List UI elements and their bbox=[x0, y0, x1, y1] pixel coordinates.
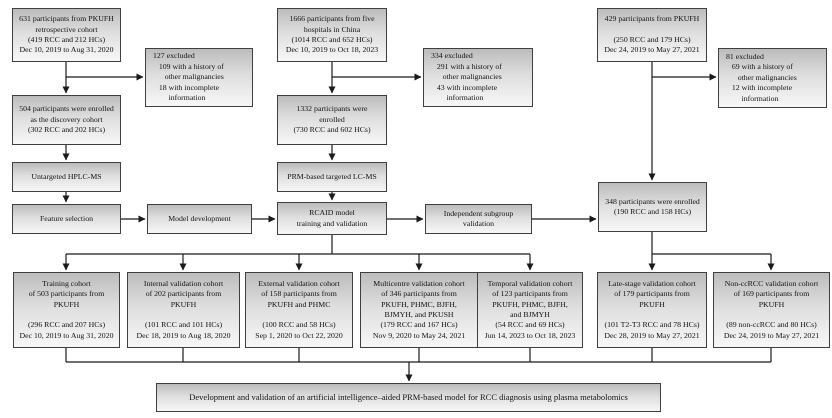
box-pkufh-429-cohort: 429 participants from PKUFH (250 RCC and… bbox=[597, 8, 707, 62]
box-excluded-127: 127 excluded 109 with a history of other… bbox=[145, 48, 253, 107]
box-model-development: Model development bbox=[147, 204, 252, 234]
box-temporal-validation-cohort: Temporal validation cohort of 123 partic… bbox=[477, 272, 583, 348]
box-excluded-81: 81 excluded 69 with a history of other m… bbox=[718, 48, 827, 108]
box-external-validation-cohort: External validation cohort of 158 partic… bbox=[245, 272, 353, 348]
box-conclusion: Development and validation of an artific… bbox=[156, 383, 661, 412]
box-internal-validation-cohort: Internal validation cohort of 202 partic… bbox=[127, 272, 240, 348]
box-training-cohort: Training cohort of 503 participants from… bbox=[13, 272, 120, 348]
box-multicentre-validation-cohort: Multicentre validation cohort of 346 par… bbox=[360, 272, 478, 348]
box-rcaid-model-training: RCAID model training and validation bbox=[277, 202, 387, 235]
box-excluded-334: 334 excluded 291 with a history of other… bbox=[423, 48, 533, 107]
box-late-stage-validation-cohort: Late-stage validation cohort of 179 part… bbox=[597, 272, 707, 348]
box-enrolled-1332: 1332 participants were enrolled (730 RCC… bbox=[277, 95, 387, 145]
box-pkufh-retrospective-cohort: 631 participants from PKUFH retrospectiv… bbox=[12, 8, 121, 62]
box-prm-targeted-lc-ms: PRM-based targeted LC-MS bbox=[277, 162, 387, 192]
box-non-ccrcc-validation-cohort: Non-ccRCC validation cohort of 169 parti… bbox=[713, 272, 830, 348]
box-enrolled-348: 348 participants were enrolled (190 RCC … bbox=[598, 182, 707, 232]
box-independent-subgroup-validation: Independent subgroup validation bbox=[425, 204, 532, 234]
box-five-hospitals-cohort: 1666 participants from five hospitals in… bbox=[277, 8, 387, 62]
box-discovery-cohort: 504 participants were enrolled as the di… bbox=[12, 95, 121, 145]
box-feature-selection: Feature selection bbox=[12, 204, 121, 234]
box-untargeted-hplc-ms: Untargeted HPLC-MS bbox=[12, 162, 121, 192]
